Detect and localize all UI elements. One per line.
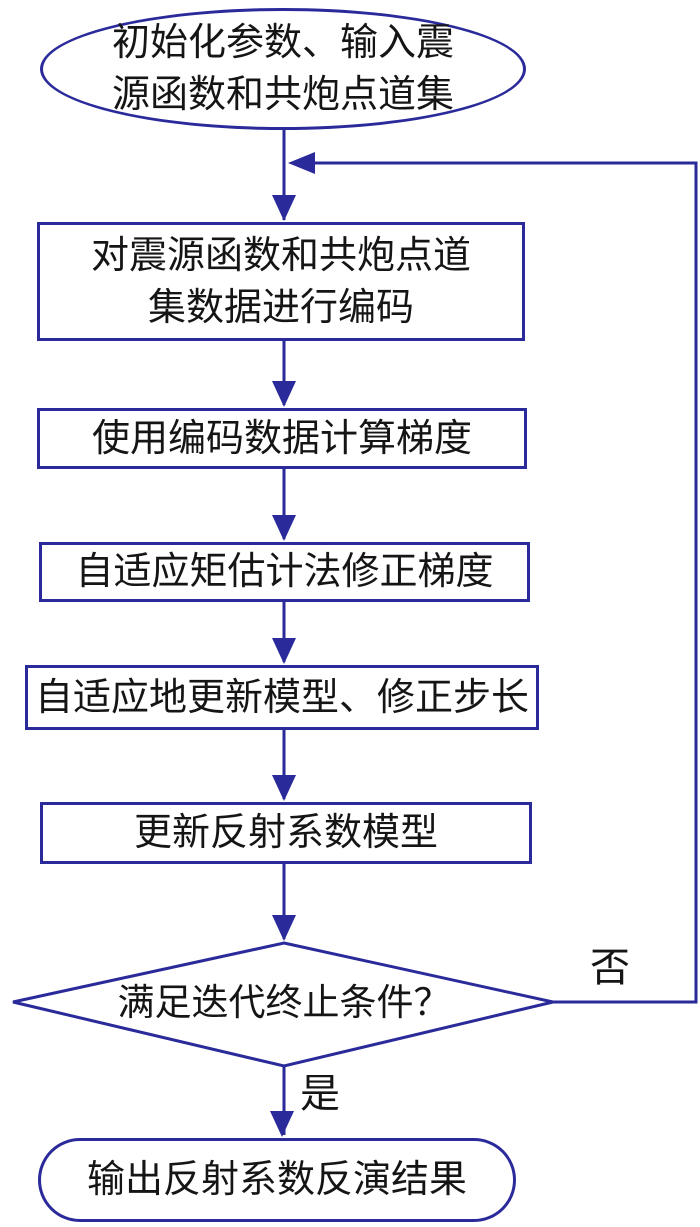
process-adam-box: 自适应矩估计法修正梯度 xyxy=(39,542,530,602)
arrowhead-down-adam xyxy=(272,515,296,541)
process-update-step-box: 自适应地更新模型、修正步长 xyxy=(25,665,539,730)
arrowhead-down-gradient xyxy=(272,381,296,407)
arrowhead-down-output xyxy=(270,1111,294,1137)
decision-diamond-shape xyxy=(12,941,554,1068)
arrowhead-down-encode xyxy=(272,195,296,221)
end-label: 输出反射系数反演结果 xyxy=(86,1159,467,1201)
edge-label-no: 否 xyxy=(590,945,630,990)
arrowhead-left-feedback xyxy=(288,152,315,174)
process-update-model-box: 更新反射系数模型 xyxy=(40,802,532,864)
arrowhead-down-updatemodel xyxy=(272,775,296,801)
decision-condition-label: 满足迭代终止条件？ xyxy=(117,983,451,1024)
edge-label-yes: 是 xyxy=(300,1071,340,1116)
process-adam-label: 自适应矩估计法修正梯度 xyxy=(75,551,494,593)
process-update-step-label: 自适应地更新模型、修正步长 xyxy=(34,676,529,719)
process-gradient-box: 使用编码数据计算梯度 xyxy=(37,408,527,469)
start-terminator: 初始化参数、输入震 源函数和共炮点道集 xyxy=(40,8,526,130)
arrowhead-down-condition xyxy=(272,915,296,941)
process-update-model-label: 更新反射系数模型 xyxy=(133,812,438,854)
arrowhead-down-updatestep xyxy=(272,638,296,664)
process-gradient-label: 使用编码数据计算梯度 xyxy=(91,417,472,460)
process-encode-label: 对震源函数和共炮点道 集数据进行编码 xyxy=(90,234,471,329)
process-encode-box: 对震源函数和共炮点道 集数据进行编码 xyxy=(37,222,525,341)
feedback-loop-line xyxy=(314,161,698,1004)
end-terminator: 输出反射系数反演结果 xyxy=(38,1138,516,1222)
start-label: 初始化参数、输入震 源函数和共炮点道集 xyxy=(111,22,454,116)
